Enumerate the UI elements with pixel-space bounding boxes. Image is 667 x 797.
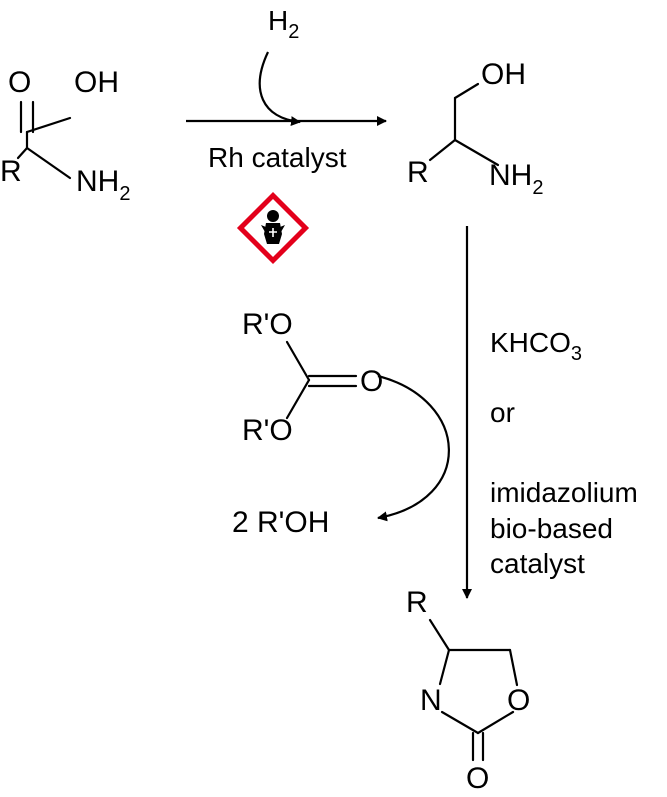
alcohol-amine-label: NH2 — [489, 159, 543, 199]
product-carbonyl-oxygen-label: O — [466, 762, 489, 795]
bond — [16, 146, 29, 160]
alcohol-oh-label: OH — [481, 58, 526, 91]
carbonyl-oxygen-label: O — [8, 66, 31, 99]
bond — [476, 710, 515, 735]
bond — [285, 340, 311, 382]
product-r-label: R — [406, 586, 428, 619]
carbonate-bottom-ester-label: R'O — [242, 414, 293, 447]
dialkyl-carbonate-structure: R'O R'O O — [242, 308, 383, 447]
amine-subscript: 2 — [119, 183, 130, 205]
hydrogen-label: H2 — [268, 5, 299, 43]
khco3-label: KHCO3 — [490, 327, 582, 365]
r-group-label: R — [0, 155, 22, 188]
bond — [25, 116, 72, 134]
health-hazard-icon — [236, 191, 310, 265]
amino-acid-structure: O OH R NH2 — [0, 66, 130, 205]
amine-nh: NH — [76, 165, 119, 198]
hydroxyl-label: OH — [74, 66, 119, 99]
khco3-text: KHCO — [490, 327, 571, 358]
bond — [285, 378, 311, 420]
bond — [453, 82, 480, 100]
product-ring-oxygen-label: O — [507, 684, 530, 717]
bio-based-label: bio-based — [490, 513, 613, 544]
hydrogen-h: H — [268, 5, 288, 36]
alcohol-r-label: R — [407, 156, 429, 189]
bond — [453, 138, 500, 167]
khco3-subscript: 3 — [571, 343, 582, 365]
bond — [428, 138, 457, 162]
carbonate-top-ester-label: R'O — [242, 308, 293, 341]
hydrogen-subscript: 2 — [288, 21, 299, 43]
byproduct-label: 2 R'OH — [232, 506, 329, 539]
amino-alcohol-structure: OH R NH2 — [407, 58, 543, 199]
bond — [440, 710, 480, 735]
bond — [25, 146, 72, 180]
catalyst-label: catalyst — [490, 548, 585, 579]
imidazolium-label: imidazolium — [490, 477, 638, 508]
carbonate-oxygen-label: O — [360, 365, 383, 398]
bond — [428, 618, 451, 652]
alcohol-amine-subscript: 2 — [532, 177, 543, 199]
amine-label: NH2 — [76, 165, 130, 205]
product-nitrogen-label: N — [420, 684, 442, 717]
or-label: or — [490, 397, 515, 428]
hydrogen-curved-arrow — [258, 51, 301, 127]
rh-catalyst-label: Rh catalyst — [208, 142, 347, 173]
alcohol-amine-nh: NH — [489, 159, 532, 192]
oxazolidinone-structure: R N O O — [406, 586, 530, 795]
bond — [508, 648, 519, 687]
bond — [438, 648, 451, 686]
byproduct-curved-arrow — [377, 374, 450, 522]
